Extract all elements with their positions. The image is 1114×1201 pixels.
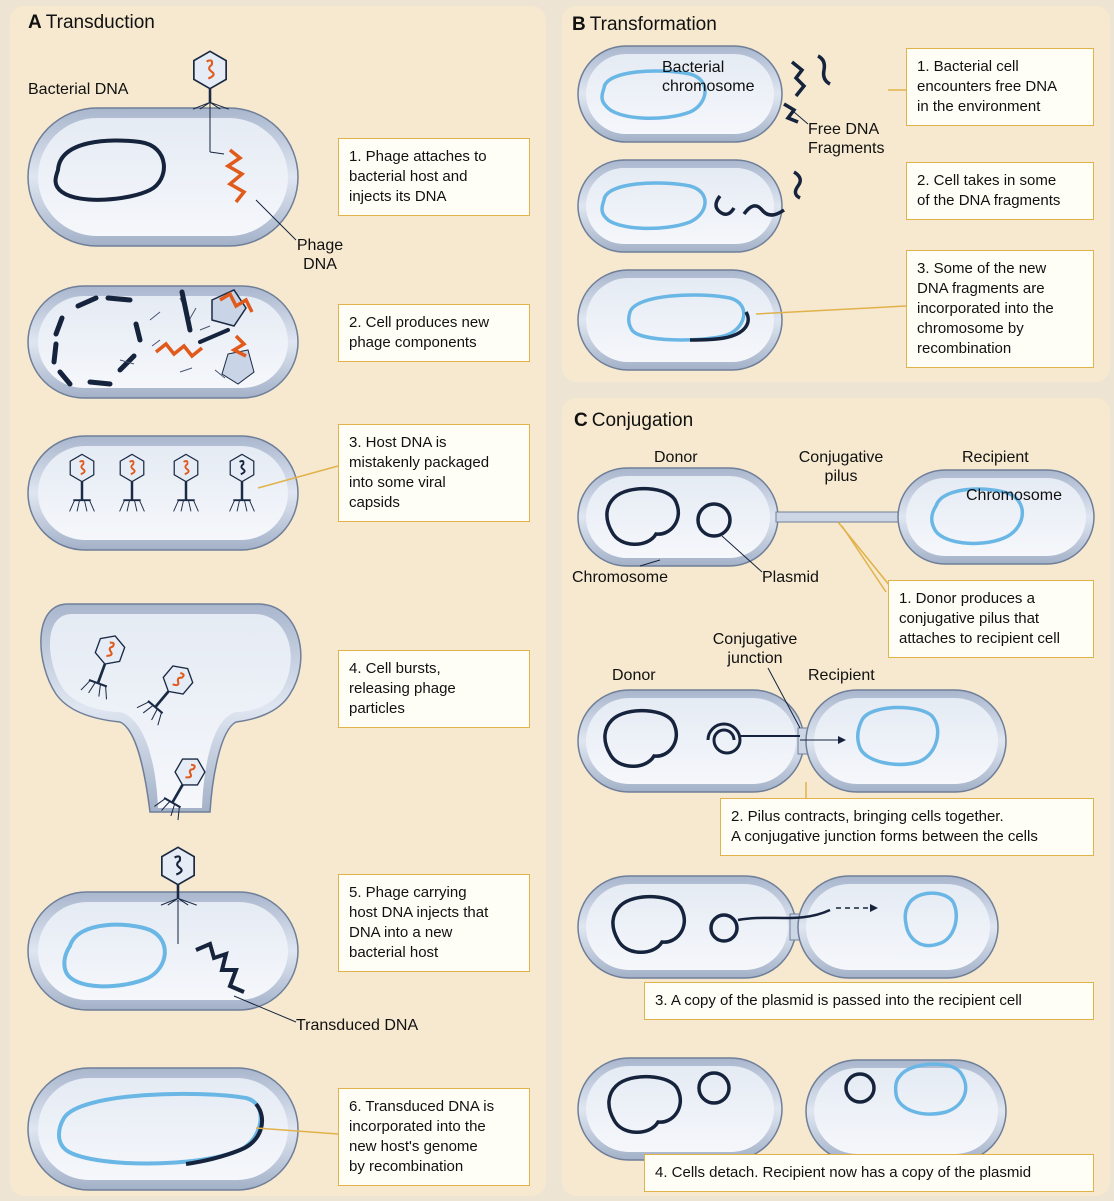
transduction-step-2: 2. Cell produces new phage components xyxy=(338,304,530,362)
label-bacterial-chromosome-line-2: chromosome xyxy=(662,77,754,96)
label-plasmid: Plasmid xyxy=(762,568,819,587)
label-junction-line-2: junction xyxy=(700,649,810,668)
step-line: A conjugative junction forms between the… xyxy=(731,827,1083,847)
label-donor-2: Donor xyxy=(612,666,656,685)
label-bacterial-chromosome-line-1: Bacterial xyxy=(662,58,754,77)
step-line: by recombination xyxy=(349,1157,519,1177)
step-line: 4. Cells detach. Recipient now has a cop… xyxy=(655,1163,1083,1183)
transduction-cell-3 xyxy=(28,436,338,550)
label-chromosome-recipient: Chromosome xyxy=(966,486,1062,505)
label-phage-dna: Phage DNA xyxy=(288,236,352,274)
label-free-dna-fragments: Free DNA Fragments xyxy=(808,120,884,158)
step-line: phage components xyxy=(349,333,519,353)
step-line: DNA into a new xyxy=(349,923,519,943)
label-transduced-dna: Transduced DNA xyxy=(296,1016,418,1035)
conjugation-step-2-cells xyxy=(578,668,1006,800)
label-phage-dna-line-1: Phage xyxy=(288,236,352,255)
step-line: in the environment xyxy=(917,97,1083,117)
transduction-step-3: 3. Host DNA is mistakenly packaged into … xyxy=(338,424,530,522)
step-line: mistakenly packaged xyxy=(349,453,519,473)
label-pilus-line-2: pilus xyxy=(786,467,896,486)
step-line: 2. Cell produces new xyxy=(349,313,519,333)
step-line: conjugative pilus that xyxy=(899,609,1083,629)
step-line: recombination xyxy=(917,339,1083,359)
label-free-dna-line-2: Fragments xyxy=(808,139,884,158)
transduction-step-6: 6. Transduced DNA is incorporated into t… xyxy=(338,1088,530,1186)
transduction-cell-5 xyxy=(28,892,298,1022)
conjugation-step-1: 1. Donor produces a conjugative pilus th… xyxy=(888,580,1094,658)
step-line: incorporated into the xyxy=(917,299,1083,319)
step-line: chromosome by xyxy=(917,319,1083,339)
label-bacterial-chromosome: Bacterial chromosome xyxy=(662,58,754,96)
step-line: host DNA injects that xyxy=(349,903,519,923)
step-line: of the DNA fragments xyxy=(917,191,1083,211)
step-line: 3. Host DNA is xyxy=(349,433,519,453)
step-line: 3. Some of the new xyxy=(917,259,1083,279)
label-bacterial-dna: Bacterial DNA xyxy=(28,80,128,99)
step-line: incorporated into the xyxy=(349,1117,519,1137)
step-line: 2. Pilus contracts, bringing cells toget… xyxy=(731,807,1083,827)
label-pilus-line-1: Conjugative xyxy=(786,448,896,467)
transformation-cell-3 xyxy=(578,270,906,370)
transduction-cell-1 xyxy=(28,92,298,246)
step-line: particles xyxy=(349,699,519,719)
label-chromosome-donor: Chromosome xyxy=(572,568,668,587)
step-line: 2. Cell takes in some xyxy=(917,171,1083,191)
step-line: 6. Transduced DNA is xyxy=(349,1097,519,1117)
step-line: attaches to recipient cell xyxy=(899,629,1083,649)
conjugation-step-4-cells xyxy=(578,1058,1006,1162)
transformation-step-2: 2. Cell takes in some of the DNA fragmen… xyxy=(906,162,1094,220)
label-donor-1: Donor xyxy=(654,448,698,467)
step-line: 3. A copy of the plasmid is passed into … xyxy=(655,991,1083,1011)
step-line: 1. Phage attaches to xyxy=(349,147,519,167)
conjugation-step-3: 3. A copy of the plasmid is passed into … xyxy=(644,982,1094,1020)
label-recipient-1: Recipient xyxy=(962,448,1029,467)
step-line: injects its DNA xyxy=(349,187,519,207)
step-line: encounters free DNA xyxy=(917,77,1083,97)
transduction-step-1: 1. Phage attaches to bacterial host and … xyxy=(338,138,530,216)
transduction-cell-2 xyxy=(28,286,298,398)
transformation-step-1: 1. Bacterial cell encounters free DNA in… xyxy=(906,48,1094,126)
step-line: DNA fragments are xyxy=(917,279,1083,299)
label-conjugative-junction: Conjugative junction xyxy=(700,630,810,668)
label-junction-line-1: Conjugative xyxy=(700,630,810,649)
step-line: capsids xyxy=(349,493,519,513)
step-line: 4. Cell bursts, xyxy=(349,659,519,679)
step-line: bacterial host xyxy=(349,943,519,963)
transformation-step-3: 3. Some of the new DNA fragments are inc… xyxy=(906,250,1094,368)
label-conjugative-pilus: Conjugative pilus xyxy=(786,448,896,486)
transduction-cell-4-burst xyxy=(41,604,301,820)
step-line: releasing phage xyxy=(349,679,519,699)
step-line: new host's genome xyxy=(349,1137,519,1157)
conjugation-step-3-cells xyxy=(578,876,998,978)
step-line: 1. Donor produces a xyxy=(899,589,1083,609)
conjugation-step-4: 4. Cells detach. Recipient now has a cop… xyxy=(644,1154,1094,1192)
transduction-step-5: 5. Phage carrying host DNA injects that … xyxy=(338,874,530,972)
label-phage-dna-line-2: DNA xyxy=(288,255,352,274)
step-line: 5. Phage carrying xyxy=(349,883,519,903)
step-line: into some viral xyxy=(349,473,519,493)
step-line: 1. Bacterial cell xyxy=(917,57,1083,77)
transduction-step-4: 4. Cell bursts, releasing phage particle… xyxy=(338,650,530,728)
step-line: bacterial host and xyxy=(349,167,519,187)
transformation-cell-2 xyxy=(578,160,800,252)
label-free-dna-line-1: Free DNA xyxy=(808,120,884,139)
conjugation-step-2: 2. Pilus contracts, bringing cells toget… xyxy=(720,798,1094,856)
transduction-cell-6 xyxy=(28,1068,338,1190)
phage-attached-1 xyxy=(193,51,229,109)
label-recipient-2: Recipient xyxy=(808,666,875,685)
